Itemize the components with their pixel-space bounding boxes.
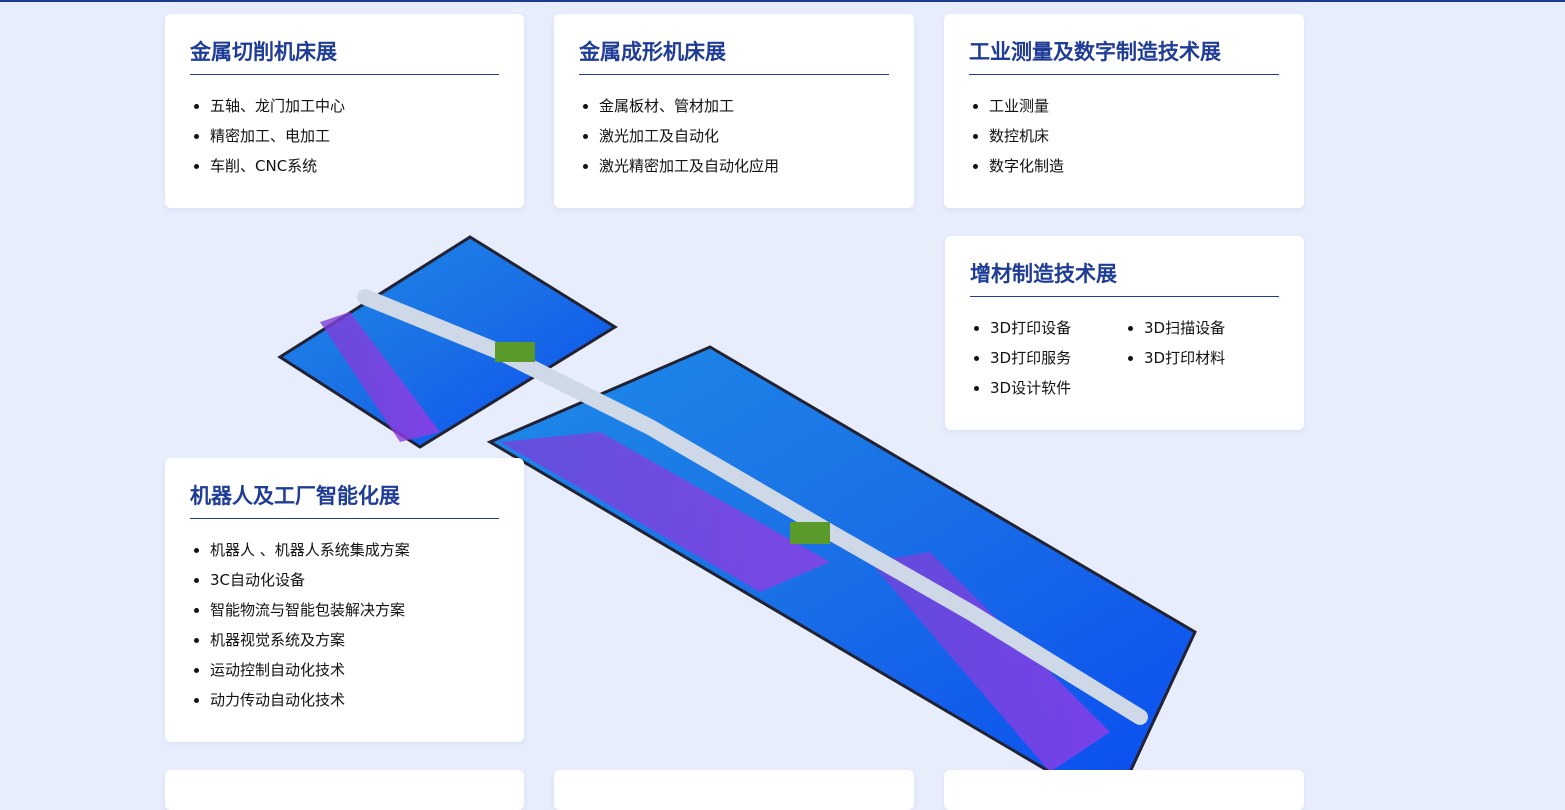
list-item: 五轴、龙门加工中心 xyxy=(210,91,499,121)
card-title: 金属切削机床展 xyxy=(190,38,499,75)
list-item: 3D扫描设备 xyxy=(1144,313,1294,343)
card-list: 工业测量 数控机床 数字化制造 xyxy=(969,91,1279,181)
card-partial xyxy=(165,770,524,810)
list-item: 3D设计软件 xyxy=(990,373,1144,403)
card-list: 五轴、龙门加工中心 精密加工、电加工 车削、CNC系统 xyxy=(190,91,499,181)
card-partial xyxy=(554,770,914,810)
list-item: 数字化制造 xyxy=(989,151,1279,181)
card-industrial-measurement: 工业测量及数字制造技术展 工业测量 数控机床 数字化制造 xyxy=(944,14,1304,208)
card-list: 金属板材、管材加工 激光加工及自动化 激光精密加工及自动化应用 xyxy=(579,91,889,181)
list-item: 3D打印材料 xyxy=(1144,343,1294,373)
card-additive-manufacturing: 增材制造技术展 3D打印设备 3D扫描设备 3D打印服务 3D打印材料 3D设计… xyxy=(945,236,1304,430)
card-metal-forming: 金属成形机床展 金属板材、管材加工 激光加工及自动化 激光精密加工及自动化应用 xyxy=(554,14,914,208)
card-list: 3D打印设备 3D扫描设备 3D打印服务 3D打印材料 3D设计软件 xyxy=(970,313,1279,403)
list-item: 车削、CNC系统 xyxy=(210,151,499,181)
list-item: 激光加工及自动化 xyxy=(599,121,889,151)
list-item: 工业测量 xyxy=(989,91,1279,121)
card-title: 工业测量及数字制造技术展 xyxy=(969,38,1279,75)
list-item: 金属板材、管材加工 xyxy=(599,91,889,121)
list-item: 激光精密加工及自动化应用 xyxy=(599,151,889,181)
card-partial xyxy=(944,770,1304,810)
list-item: 运动控制自动化技术 xyxy=(210,655,499,685)
card-metal-cutting: 金属切削机床展 五轴、龙门加工中心 精密加工、电加工 车削、CNC系统 xyxy=(165,14,524,208)
card-list: 机器人 、机器人系统集成方案 3C自动化设备 智能物流与智能包装解决方案 机器视… xyxy=(190,535,499,715)
list-item: 精密加工、电加工 xyxy=(210,121,499,151)
card-robotics: 机器人及工厂智能化展 机器人 、机器人系统集成方案 3C自动化设备 智能物流与智… xyxy=(165,458,524,742)
list-item: 智能物流与智能包装解决方案 xyxy=(210,595,499,625)
list-item: 动力传动自动化技术 xyxy=(210,685,499,715)
list-item: 3D打印设备 xyxy=(990,313,1144,343)
list-item: 机器人 、机器人系统集成方案 xyxy=(210,535,499,565)
card-title: 机器人及工厂智能化展 xyxy=(190,482,499,519)
card-title: 金属成形机床展 xyxy=(579,38,889,75)
exhibition-floor-illustration xyxy=(277,235,1197,772)
list-item: 数控机床 xyxy=(989,121,1279,151)
list-item: 3D打印服务 xyxy=(990,343,1144,373)
list-item: 3C自动化设备 xyxy=(210,565,499,595)
card-title: 增材制造技术展 xyxy=(970,260,1279,297)
list-item: 机器视觉系统及方案 xyxy=(210,625,499,655)
